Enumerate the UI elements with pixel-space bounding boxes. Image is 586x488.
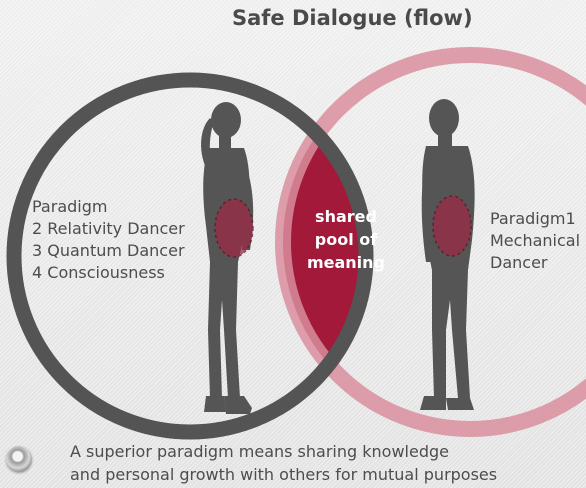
left-label-line: 3 Quantum Dancer [32, 241, 185, 260]
right-label-line: Mechanical [490, 231, 581, 250]
left-label-line: 2 Relativity Dancer [32, 219, 185, 238]
shared-pool-label: shared pool of meaning [304, 205, 388, 274]
caption-line: A superior paradigm means sharing knowle… [70, 442, 449, 461]
left-paradigm-circle [6, 72, 374, 440]
right-paradigm-circle [275, 47, 586, 437]
woman-silhouette-icon [201, 102, 254, 414]
caption: A superior paradigm means sharing knowle… [70, 440, 497, 486]
left-paradigm-label: Paradigm 2 Relativity Dancer 3 Quantum D… [32, 196, 185, 284]
right-heart-marker [432, 195, 472, 257]
round-button-icon[interactable] [6, 446, 32, 472]
caption-line: and personal growth with others for mutu… [70, 465, 498, 484]
left-label-line: 4 Consciousness [32, 263, 165, 282]
shared-label-line: meaning [306, 253, 386, 272]
right-label-line: Paradigm1 [490, 209, 576, 228]
right-label-line: Dancer [490, 253, 548, 272]
page-title: Safe Dialogue (flow) [232, 6, 473, 30]
left-label-line: Paradigm [32, 197, 108, 216]
right-paradigm-label: Paradigm1 Mechanical Dancer [490, 208, 580, 274]
shared-label-line: pool of [314, 230, 378, 249]
left-heart-marker [214, 198, 254, 258]
shared-label-line: shared [315, 207, 377, 226]
